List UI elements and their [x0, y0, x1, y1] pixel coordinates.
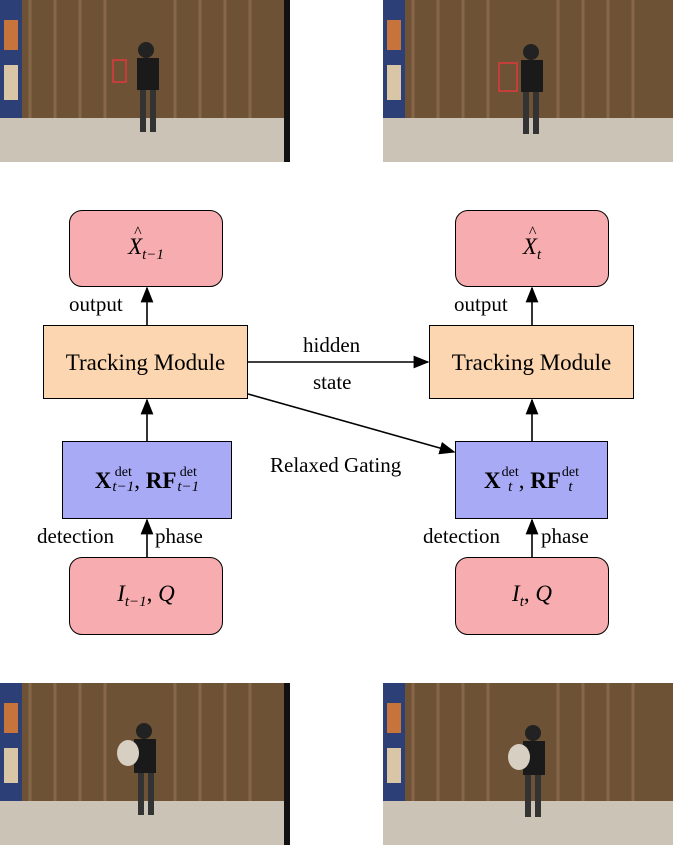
frame-photo-top-right — [383, 0, 673, 162]
relaxed-gating-label: Relaxed Gating — [270, 453, 402, 477]
phase-label-right: phase — [541, 524, 589, 548]
frame-photo-bottom-left — [0, 683, 290, 845]
output-label-right: output — [454, 292, 508, 316]
output-node-left: Xt−1 — [69, 210, 223, 287]
frame-photo-top-left — [0, 0, 290, 162]
detection-label-left: detection — [37, 524, 114, 548]
input-node-left: It−1, Q — [69, 557, 223, 635]
output-label-left: output — [69, 292, 123, 316]
tracking-module-right: Tracking Module — [429, 325, 634, 399]
input-node-right: It, Q — [455, 557, 609, 635]
tracking-module-left: Tracking Module — [43, 325, 248, 399]
detection-label-right: detection — [423, 524, 500, 548]
state-label: state — [313, 370, 352, 394]
hidden-label: hidden — [303, 333, 361, 357]
arrow-relaxed-gating — [247, 393, 456, 455]
output-node-right: Xt — [455, 210, 609, 287]
frame-photo-bottom-right — [383, 683, 673, 845]
phase-label-left: phase — [155, 524, 203, 548]
